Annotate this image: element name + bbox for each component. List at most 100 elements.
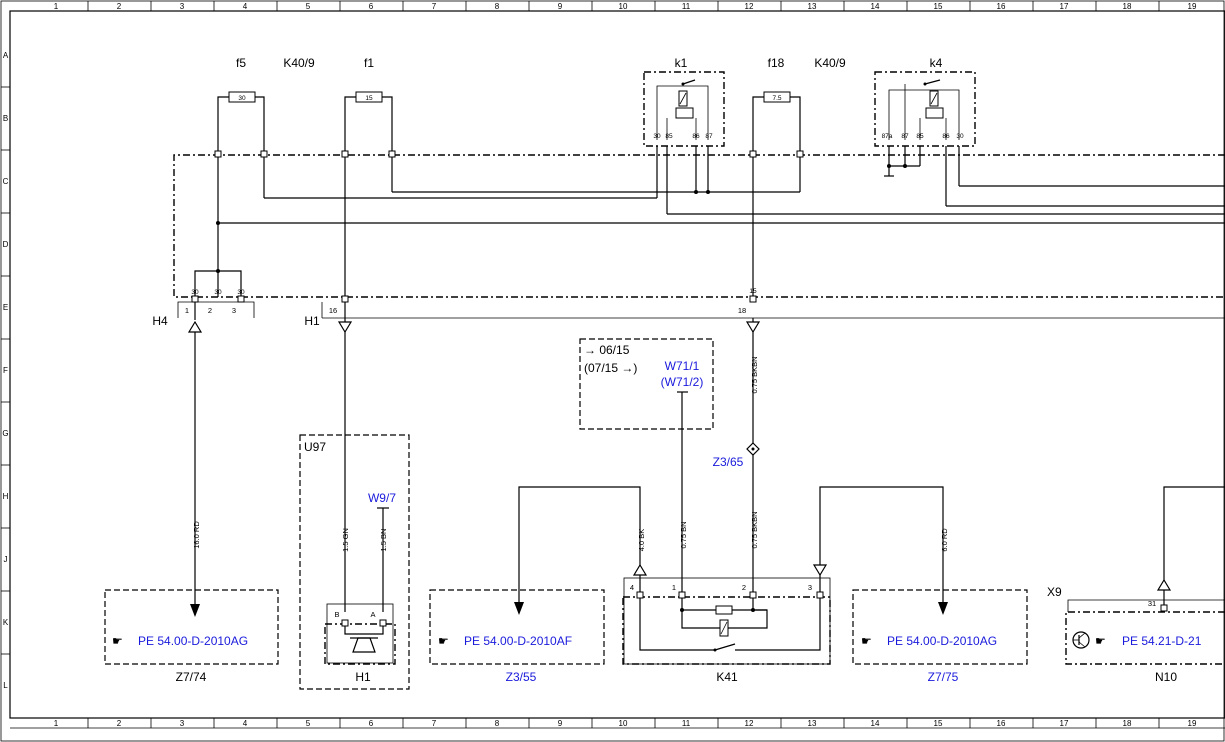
wire-label: 1.5 GN [341,528,350,552]
wire-label: 16.0 RD [192,521,201,549]
col-label: 7 [432,719,437,728]
fuse-f5: 30 [217,91,265,155]
h4-bus-pin: 30 [237,289,245,296]
ref-z774-label: Z7/74 [176,670,207,684]
col-label: 4 [243,719,248,728]
row-label: A [3,51,9,60]
connector-h4-label: H4 [152,314,168,328]
col-label: 9 [558,719,563,728]
wire-label: 0.75 BKBN [750,511,759,548]
k41-pin: 1 [672,583,676,592]
h4-bus-pin: 30 [214,289,222,296]
col-label: 14 [871,719,880,728]
relay-k1-label: k1 [675,56,688,70]
row-label: H [3,492,9,501]
fuse-f1: 15 [344,91,393,155]
module-k409-label-2: K40/9 [814,56,846,70]
col-label: 6 [369,2,374,11]
wire-h1: 1.5 GN [337,302,353,612]
row-label: E [3,303,8,312]
ref-z355-label[interactable]: Z3/55 [506,670,537,684]
ref-link-z775[interactable]: PE 54.00-D-2010AG [887,634,997,648]
u97-box: U97 B A H1 [299,434,410,690]
pointing-hand-icon: ☛ [438,634,449,648]
version-note: → 06/15 (07/15 →) W71/1 (W71/2) [579,338,714,430]
fuse-f5-label: f5 [236,56,246,70]
wire-label: 1.5 BN [379,529,388,552]
relay-k1: 30 85 86 87 [643,71,725,147]
col-label: 17 [1060,2,1069,11]
fuse-f18: 7.5 [752,91,801,155]
row-label: L [3,681,8,690]
col-label: 5 [306,2,311,11]
connector-h1-label: H1 [304,314,320,328]
col-label: 3 [180,2,185,11]
col-label: 13 [808,719,817,728]
ref-link-z355[interactable]: PE 54.00-D-2010AF [464,634,572,648]
h4-bus-pin: 30 [191,289,199,296]
ref-z775-label[interactable]: Z7/75 [928,670,959,684]
ref-link-n10[interactable]: PE 54.21-D-21 [1122,634,1202,648]
ref-link-z774[interactable]: PE 54.00-D-2010AG [138,634,248,648]
fuse-f1-label: f1 [364,56,374,70]
k41-pin: 3 [808,583,812,592]
relay-k4-label: k4 [930,56,943,70]
col-label: 1 [54,719,59,728]
h1-pin-16: 16 [329,306,337,315]
col-label: 12 [745,719,754,728]
wire-label: 0.75 BKBN [750,356,759,393]
fuse-f1-rating: 15 [365,95,373,102]
connector-h4: 1 2 3 H4 [152,297,255,328]
row-label: B [3,114,8,123]
module-internal-wiring [194,146,1225,297]
version-note-2: (07/15 →) [584,361,637,375]
col-label: 15 [934,2,943,11]
col-label: 16 [997,2,1006,11]
k4-pin: 86 [942,133,950,140]
k1-pin: 87 [705,133,713,140]
col-label: 13 [808,2,817,11]
h4-pin: 3 [232,306,236,315]
connector-h1-row: 16 18 H1 [304,302,1225,328]
k4-pin: 87a [882,133,893,140]
col-label: 7 [432,2,437,11]
col-label: 15 [934,719,943,728]
fuse-f5-rating: 30 [238,95,246,102]
k1-pin: 30 [653,133,661,140]
h1-pin-b: B [334,610,339,619]
k4-pin: 30 [956,133,964,140]
col-label: 19 [1188,719,1197,728]
row-label: J [4,555,8,564]
wire-075bkbn: 0.75 BKBN Z3/65 0.75 BKBN [713,318,761,592]
u97-label: U97 [304,440,326,454]
col-label: 14 [871,2,880,11]
pin-markers [191,150,804,303]
row-ruler [1,86,10,655]
pointing-hand-icon: ☛ [112,634,123,648]
col-label: 1 [54,2,59,11]
connector-x9-label: X9 [1047,585,1062,599]
pin-15: 15 [749,288,757,295]
row-label: D [3,240,9,249]
relay-k41: 4 1 2 3 K41 [622,577,831,684]
col-label: 2 [117,719,122,728]
col-label: 18 [1123,719,1132,728]
col-label: 12 [745,2,754,11]
transistor-icon [1072,631,1090,649]
wire-label: 6.0 RD [940,528,949,552]
col-label: 11 [682,719,691,728]
version-note-1: → 06/15 [584,343,630,357]
ref-box-z775: ☛ PE 54.00-D-2010AG Z7/75 [852,589,1028,684]
col-label: 2 [117,2,122,11]
wire-n10 [1156,486,1225,610]
h4-pin: 1 [185,306,189,315]
col-label: 18 [1123,2,1132,11]
h1-pin-a: A [370,610,375,619]
wire-label: 0.75 BN [679,521,688,548]
row-label: G [2,429,8,438]
col-label: 10 [619,719,628,728]
col-label: 4 [243,2,248,11]
ref-box-n10: X9 31 ☛ PE 54.21-D-21 N10 [1047,585,1225,684]
